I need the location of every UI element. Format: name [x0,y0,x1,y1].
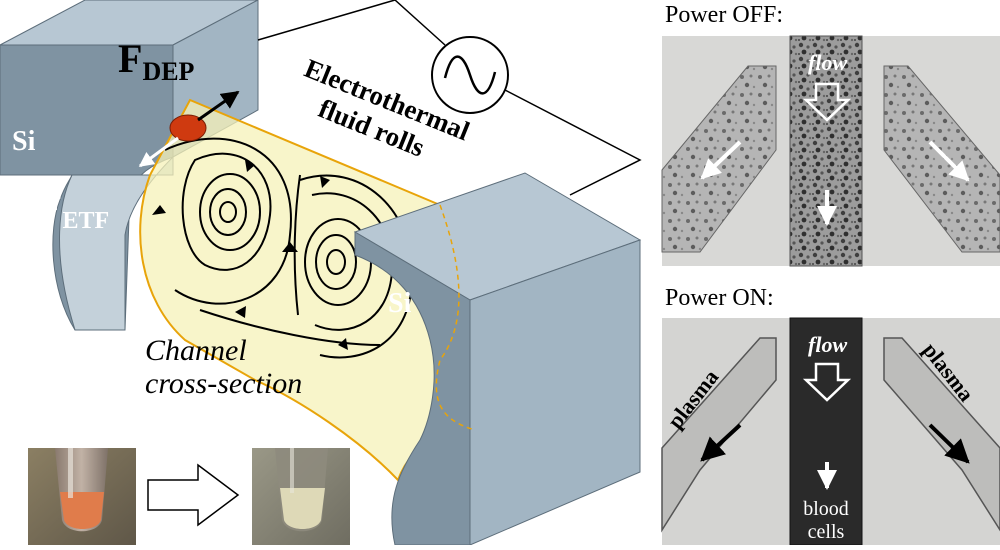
right-silicon-block [353,172,642,546]
plasma-tube-photo [252,448,350,545]
particle [169,114,207,142]
blood-cells-label-line1: blood [803,498,849,520]
power-on-flow-label: flow [808,332,847,357]
power-on-flow-arrow [802,362,852,402]
f-dep-arrow [197,90,240,122]
process-arrow [147,463,240,527]
ac-source [257,0,642,196]
blood-cells-label-line2: cells [808,521,845,543]
power-on-title: Power ON: [665,285,774,311]
power-on-left-arrow [700,423,742,462]
f-etf-arrow [138,136,179,168]
channel-label-line2: cross-section [145,367,302,400]
f-dep-label: FDEP [118,36,195,86]
power-off-flow-label: flow [808,50,847,75]
channel-outline-dashed [435,204,476,431]
channel-label-line1: Channel [145,334,247,367]
si-right-label: Si [388,288,412,319]
power-off-title: Power OFF: [665,2,783,28]
power-off-left-arrow [700,140,742,180]
streamline-arrows [152,160,348,350]
si-left-label: Si [12,126,36,157]
power-off-micrograph: flow [661,35,1000,267]
power-on-micrograph: flow blood cells plasma plasma [661,317,1000,546]
f-etf-label: FETF [38,182,109,234]
blood-tube-photo [28,448,136,545]
power-on-right-arrow [928,423,970,464]
power-off-flow-arrow [802,82,852,122]
power-off-right-arrow [928,140,970,182]
left-silicon-block [0,0,259,331]
